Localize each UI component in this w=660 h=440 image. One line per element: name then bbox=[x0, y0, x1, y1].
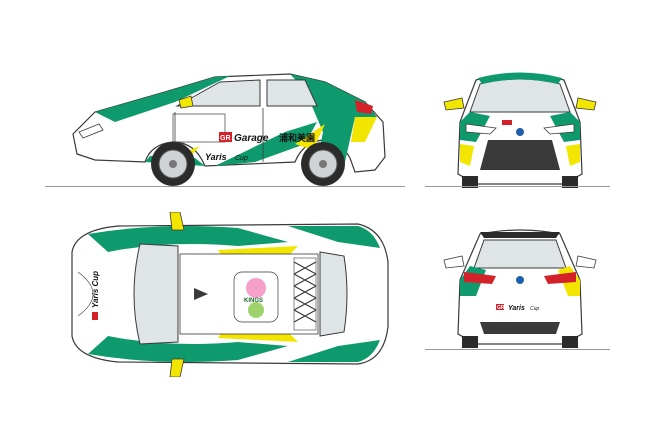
front-tire-left bbox=[462, 176, 478, 188]
front-yellow-left bbox=[460, 144, 474, 166]
side-wheel-rear bbox=[301, 142, 345, 186]
front-view bbox=[440, 62, 600, 192]
top-wiper bbox=[194, 288, 208, 300]
side-yellow-accent-rear bbox=[351, 117, 377, 142]
rear-spoiler bbox=[480, 232, 560, 238]
side-mirror bbox=[178, 95, 194, 109]
rear-taillight-left bbox=[464, 272, 496, 284]
rear-view: GR Yaris Cup bbox=[440, 222, 600, 352]
front-emblem bbox=[516, 128, 524, 136]
top-view: KINGS Yaris Cup bbox=[58, 211, 398, 378]
side-headlight bbox=[78, 123, 104, 139]
side-shop-logo: GR Garage 浦和美園 bbox=[219, 132, 315, 144]
side-door-number-panel bbox=[172, 113, 226, 143]
side-yellow-accent-mid bbox=[295, 124, 325, 150]
rear-cup-suffix: Cup bbox=[530, 306, 539, 312]
side-taillight bbox=[355, 100, 373, 114]
front-headlight-left bbox=[465, 123, 497, 135]
top-green-rear-lower bbox=[288, 340, 380, 362]
rear-cup-logo: GR Yaris Cup bbox=[496, 304, 539, 312]
top-view-drawing: KINGS Yaris Cup bbox=[71, 211, 389, 378]
side-cup-name: Yaris bbox=[205, 152, 227, 162]
rear-ground-line bbox=[425, 349, 610, 350]
rear-cup-name: Yaris bbox=[508, 305, 525, 312]
top-green-upper bbox=[88, 226, 288, 252]
side-green-stripe-lower bbox=[215, 122, 317, 166]
front-view-drawing bbox=[443, 72, 597, 188]
side-view-drawing: GR Garage 浦和美園 GR Yaris Cup bbox=[72, 73, 386, 186]
front-headlight-right bbox=[543, 123, 575, 135]
side-shop-name: Garage bbox=[234, 133, 269, 144]
rear-taillight-right bbox=[544, 272, 576, 284]
front-windshield bbox=[469, 78, 571, 113]
rear-mirror-left bbox=[443, 255, 465, 269]
rear-cup-brand: GR bbox=[497, 305, 505, 311]
rear-window bbox=[473, 239, 567, 269]
front-grille bbox=[480, 140, 560, 170]
side-wheel-front bbox=[151, 142, 195, 186]
front-yellow-right bbox=[566, 144, 580, 166]
rear-tire-right bbox=[562, 336, 578, 348]
rear-diffuser bbox=[480, 322, 560, 334]
rear-view-drawing: GR Yaris Cup bbox=[443, 229, 597, 348]
top-rear-window bbox=[319, 251, 348, 337]
top-hood-logo: Yaris Cup bbox=[91, 271, 100, 320]
front-green-roof bbox=[478, 72, 562, 84]
side-window-front bbox=[175, 79, 261, 107]
top-green-rear-upper bbox=[288, 226, 380, 248]
top-green-lower bbox=[88, 336, 288, 362]
side-shop-location: 浦和美園 bbox=[279, 132, 315, 143]
front-ground-line bbox=[425, 186, 610, 187]
side-green-stripe-front bbox=[95, 76, 230, 122]
top-hood-banner: Yaris Cup bbox=[91, 271, 100, 308]
front-mirror-right bbox=[575, 97, 597, 111]
top-hood-line bbox=[77, 271, 94, 317]
top-checker-pattern bbox=[293, 257, 317, 331]
front-tire-right bbox=[562, 176, 578, 188]
top-mirror-lower bbox=[169, 358, 185, 378]
side-ground-line bbox=[45, 186, 405, 187]
rear-emblem bbox=[516, 276, 524, 284]
top-mirror-upper bbox=[169, 211, 185, 231]
side-shop-brand: GR bbox=[220, 135, 231, 142]
top-roof-sticker-text: KINGS bbox=[244, 298, 263, 304]
front-mirror-left bbox=[443, 97, 465, 111]
side-cup-suffix: Cup bbox=[235, 155, 248, 162]
rear-tire-left bbox=[462, 336, 478, 348]
top-roof-sticker: KINGS bbox=[233, 271, 279, 323]
side-view: GR Garage 浦和美園 GR Yaris Cup bbox=[55, 62, 395, 192]
rear-mirror-right bbox=[575, 255, 597, 269]
side-window-rear bbox=[266, 79, 318, 107]
top-windshield bbox=[133, 243, 179, 345]
front-banner-badge bbox=[502, 120, 512, 125]
